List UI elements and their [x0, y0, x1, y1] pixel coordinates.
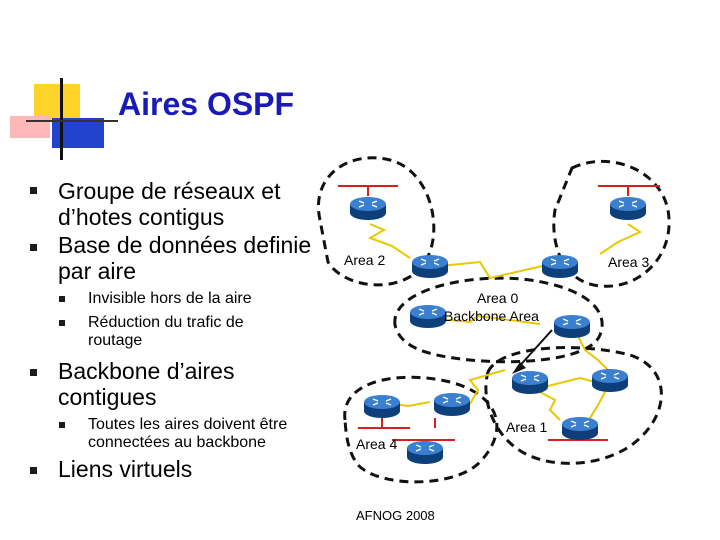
- router-icon: [511, 370, 549, 395]
- router-icon: [609, 196, 647, 221]
- square-bullet-icon: [30, 187, 37, 194]
- virtual-link-arrow: [512, 329, 553, 374]
- square-bullet-icon: [59, 296, 65, 302]
- area-boundaries: [317, 156, 671, 484]
- area-1-boundary: [484, 346, 663, 465]
- area-0-label: Area 0: [477, 290, 519, 306]
- backbone-area-label: Backbone Area: [444, 308, 539, 324]
- slide-title: Aires OSPF: [118, 86, 295, 122]
- square-bullet-icon: [30, 467, 37, 474]
- bullet-item: Backbone d’aires contigues: [58, 358, 235, 410]
- area-4-boundary: [343, 375, 499, 484]
- square-bullet-icon: [59, 320, 65, 326]
- router-icon: [406, 440, 444, 465]
- router-icon: [411, 254, 449, 279]
- sub-bullet-item: Réduction du trafic de routage: [88, 314, 244, 349]
- router-icon: [349, 196, 387, 221]
- square-bullet-icon: [30, 369, 37, 376]
- sub-bullet-item: Toutes les aires doivent être connectées…: [88, 416, 288, 451]
- router-icon: [363, 394, 401, 419]
- footer-text: AFNOG 2008: [356, 508, 435, 523]
- area-3-label: Area 3: [608, 254, 650, 270]
- area-0-boundary: [393, 276, 604, 364]
- router-icon: [409, 304, 447, 329]
- area-2-boundary: [317, 156, 436, 287]
- router-icon: [553, 314, 591, 339]
- bullet-item: Base de données definie par aire: [58, 232, 312, 284]
- square-bullet-icon: [30, 244, 37, 251]
- area-4-label: Area 4: [356, 436, 398, 452]
- sub-bullet-item: Invisible hors de la aire: [88, 290, 252, 307]
- router-icon: [561, 416, 599, 441]
- area-2-label: Area 2: [344, 252, 386, 268]
- area-3-boundary: [552, 159, 671, 288]
- bullet-item: Groupe de réseaux et d’hotes contigus: [58, 178, 281, 230]
- slide-decoration-squares: [8, 78, 118, 160]
- serial-links: [367, 223, 643, 429]
- router-icon: [541, 254, 579, 279]
- area-1-label: Area 1: [506, 419, 548, 435]
- router-icon: [591, 368, 629, 393]
- router-icon: [433, 392, 471, 417]
- square-bullet-icon: [59, 422, 65, 428]
- bullet-item: Liens virtuels: [58, 456, 193, 482]
